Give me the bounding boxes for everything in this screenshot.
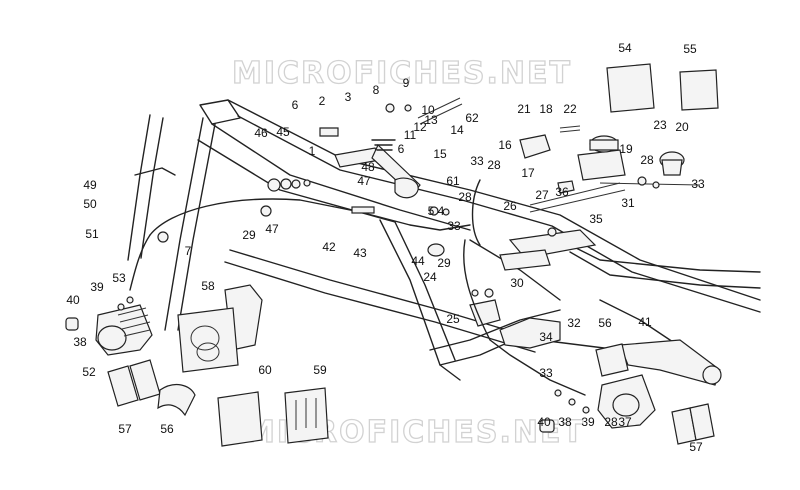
callout-58: 58 xyxy=(201,279,215,293)
callout-14: 14 xyxy=(450,123,464,137)
callout-16: 16 xyxy=(498,138,512,152)
callout-43: 43 xyxy=(353,246,367,260)
callout-57a: 57 xyxy=(118,422,132,436)
callout-26: 26 xyxy=(503,199,517,213)
frame-drawing xyxy=(127,99,761,381)
callout-37: 37 xyxy=(618,415,632,429)
callout-10: 10 xyxy=(421,103,435,117)
callout-47b: 47 xyxy=(265,222,279,236)
callout-28a: 28 xyxy=(487,158,501,172)
callout-39a: 39 xyxy=(90,280,104,294)
callout-31: 31 xyxy=(621,196,635,210)
callout-28b: 28 xyxy=(458,190,472,204)
callout-54: 54 xyxy=(618,41,632,55)
callout-62: 62 xyxy=(465,111,479,125)
callout-17: 17 xyxy=(521,166,535,180)
callout-1: 1 xyxy=(309,144,316,158)
callout-47a: 47 xyxy=(357,174,371,188)
callout-45: 45 xyxy=(276,125,290,139)
callout-20: 20 xyxy=(675,120,689,134)
callout-50: 50 xyxy=(83,197,97,211)
callout-6: 6 xyxy=(292,98,299,112)
callout-60: 60 xyxy=(258,363,272,377)
brake-pads-drawing xyxy=(107,343,715,445)
callout-28c: 28 xyxy=(640,153,654,167)
callout-9: 9 xyxy=(403,76,410,90)
brake-lines xyxy=(129,179,701,396)
callout-33d: 33 xyxy=(539,366,553,380)
callout-33c: 33 xyxy=(691,177,705,191)
callout-28d: 28 xyxy=(604,415,618,429)
callout-61: 61 xyxy=(446,174,460,188)
callout-29b: 29 xyxy=(437,256,451,270)
callout-56b: 56 xyxy=(598,316,612,330)
callout-15: 15 xyxy=(433,147,447,161)
callout-53: 53 xyxy=(112,271,126,285)
callout-46: 46 xyxy=(254,126,268,140)
callout-18: 18 xyxy=(539,102,553,116)
callout-23: 23 xyxy=(653,118,667,132)
callout-41: 41 xyxy=(638,315,652,329)
callout-3: 3 xyxy=(345,90,352,104)
callout-22: 22 xyxy=(563,102,577,116)
callout-48: 48 xyxy=(361,160,375,174)
callout-11: 11 xyxy=(404,128,417,142)
watermark-top: MICROFICHES.NET xyxy=(232,56,572,91)
callout-33a: 33 xyxy=(470,154,484,168)
hardware-drawing xyxy=(117,97,660,414)
callout-57b: 57 xyxy=(689,440,703,454)
callout-55: 55 xyxy=(683,42,697,56)
callout-39b: 39 xyxy=(581,415,595,429)
callout-2: 2 xyxy=(319,94,326,108)
callout-8: 8 xyxy=(373,83,380,97)
callout-40a: 40 xyxy=(66,293,80,307)
callout-42: 42 xyxy=(322,240,336,254)
front-caliper-drawing xyxy=(65,304,153,356)
master-cylinder-drawing xyxy=(499,134,685,271)
callout-38b: 38 xyxy=(558,415,572,429)
callout-27: 27 xyxy=(535,188,549,202)
callout-51: 51 xyxy=(85,227,99,241)
callout-30: 30 xyxy=(510,276,524,290)
callout-59: 59 xyxy=(313,363,327,377)
callout-40b: 40 xyxy=(537,415,551,429)
callout-25: 25 xyxy=(446,312,460,326)
callout-38a: 38 xyxy=(73,335,87,349)
callout-49: 49 xyxy=(83,178,97,192)
callout-19: 19 xyxy=(619,142,633,156)
brake-pedal-drawing xyxy=(319,127,421,199)
callout-44: 44 xyxy=(411,254,425,268)
callout-13: 13 xyxy=(424,113,438,127)
callout-12: 12 xyxy=(413,120,427,134)
kit-bags-drawing xyxy=(177,63,719,447)
rear-caliper-drawing xyxy=(539,339,722,433)
callout-5: 5 xyxy=(428,204,435,218)
callout-4: 4 xyxy=(438,204,445,218)
callout-32: 32 xyxy=(567,316,581,330)
callout-21: 21 xyxy=(517,102,531,116)
callout-35: 35 xyxy=(589,212,603,226)
callout-7: 7 xyxy=(185,244,192,258)
callout-36: 36 xyxy=(555,185,569,199)
callout-24: 24 xyxy=(423,270,437,284)
callout-6b: 6 xyxy=(398,142,405,156)
callout-34: 34 xyxy=(539,330,553,344)
callout-29a: 29 xyxy=(242,228,256,242)
callout-52: 52 xyxy=(82,365,96,379)
callout-56a: 56 xyxy=(160,422,174,436)
callout-33b: 33 xyxy=(447,219,461,233)
